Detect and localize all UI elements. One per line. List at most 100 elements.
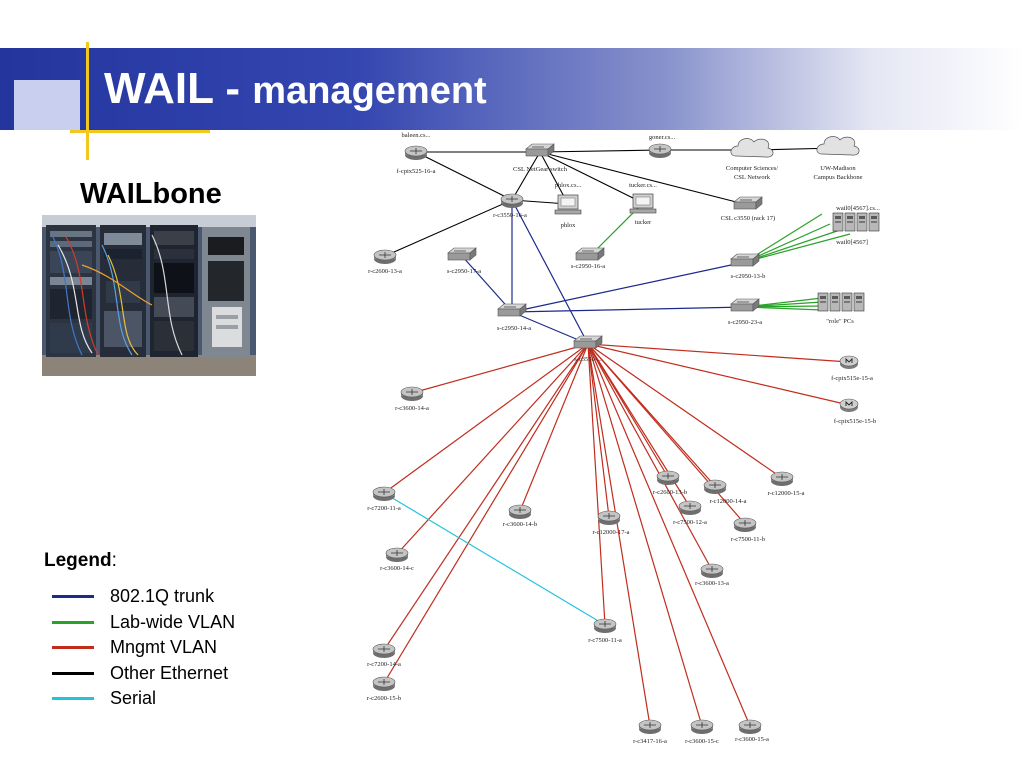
- legend-item-lab-vlan: Lab-wide VLAN: [44, 612, 235, 638]
- cloud-icon: [816, 136, 860, 156]
- router-icon: [593, 618, 617, 633]
- node-label: wail0[4567]: [836, 239, 868, 246]
- servers-icon: [817, 292, 865, 312]
- node-r2600-13a-router: r-c2600-13-a: [368, 249, 402, 275]
- link-lab: [744, 233, 851, 263]
- node-r2600-15b-router: r-c2600-15-b: [367, 676, 401, 702]
- switch-icon: [575, 247, 605, 261]
- node-label: f-cpix515e-15-a: [831, 375, 873, 382]
- title-accent-horizontal-line: [70, 130, 210, 133]
- link-lab: [744, 229, 841, 263]
- legend-label: Serial: [110, 688, 157, 708]
- node-label: r-c3600-13-a: [695, 580, 729, 587]
- legend-swatch: [52, 620, 94, 624]
- node-label: r-c3600-14-b: [503, 521, 537, 528]
- node-label: tucker: [635, 219, 652, 226]
- node-label: r-c12000-14-a: [709, 498, 746, 505]
- node-label: s-c3550-...: [574, 356, 602, 363]
- router-icon: [404, 145, 428, 160]
- node-label: Computer Sciences/: [726, 165, 778, 172]
- node-r7500-11b-router: r-c7500-11-b: [731, 517, 765, 543]
- node-label: wail0[4567].cs...: [836, 205, 880, 212]
- node-r7500-11a-router: r-c7500-11-a: [588, 618, 622, 644]
- node-s2950-13b-switch: s-c2950-13-b: [730, 253, 766, 280]
- link-eth: [384, 199, 513, 257]
- router-icon: [638, 719, 662, 734]
- node-label: r-c2600-15-b: [367, 695, 401, 702]
- pc-icon: [629, 193, 657, 214]
- router-icon: [500, 193, 524, 208]
- link-mgmt: [383, 343, 589, 684]
- link-mgmt: [587, 343, 783, 479]
- node-label: r-c2600-13-a: [368, 268, 402, 275]
- router-icon: [373, 249, 397, 264]
- node-label: r-c7500-11-b: [731, 536, 765, 543]
- router-icon: [678, 500, 702, 515]
- legend-swatch: [52, 595, 94, 598]
- node-core-switch: s-c3550-...: [573, 335, 603, 363]
- link-mgmt: [383, 343, 589, 494]
- link-mgmt: [587, 343, 606, 626]
- legend-item-serial: Serial: [44, 688, 156, 714]
- link-mgmt: [587, 343, 610, 518]
- router-icon: [648, 143, 672, 158]
- node-label: CSL c3550 (rack 17): [721, 215, 775, 222]
- node-label: s-c2950-16-a: [571, 263, 605, 270]
- switch-icon: [525, 143, 555, 157]
- node-tucker-pc: tucker.cs...tucker: [629, 182, 657, 226]
- link-lab: [744, 306, 823, 311]
- legend-swatch: [52, 697, 94, 700]
- link-trunk: [461, 255, 513, 313]
- node-s2950-23a-switch: s-c2950-23-a: [728, 298, 762, 326]
- link-mgmt: [587, 343, 713, 571]
- node-label: phlox.cs...: [555, 182, 582, 189]
- switch-icon: [730, 298, 760, 312]
- node-r3600-13a-router: r-c3600-13-a: [695, 563, 729, 587]
- node-r3600-15a-router: r-c3600-15-a: [735, 719, 769, 743]
- legend-item-other-ethernet: Other Ethernet: [44, 663, 228, 689]
- slide-title: WAIL - management: [104, 64, 487, 114]
- legend-label: Lab-wide VLAN: [110, 611, 236, 632]
- link-mgmt: [587, 343, 703, 727]
- node-s2950-16a-switch: s-c2950-16-a: [571, 247, 605, 270]
- node-label: r-c7500-11-a: [588, 637, 622, 644]
- legend-label: Mngmt VLAN: [110, 637, 218, 657]
- router-icon: [656, 470, 680, 485]
- cloud-icon: [730, 138, 774, 158]
- node-r3600-14c-router: r-c3600-14-c: [380, 547, 414, 572]
- link-eth: [539, 151, 749, 206]
- router-icon: [597, 510, 621, 525]
- node-csl3550-switch: CSL c3550 (rack 17): [721, 196, 775, 222]
- node-label: r-c7200-11-a: [367, 505, 401, 512]
- legend-label: 802.1Q trunk: [110, 586, 215, 606]
- slide-title-sub: management: [252, 70, 487, 112]
- legend: Legend: 802.1Q trunk Lab-wide VLAN Mngmt…: [44, 550, 235, 714]
- link-mgmt: [519, 343, 589, 512]
- node-label: UW-Madison: [820, 165, 856, 172]
- node-label: s-c2950-13-b: [731, 273, 766, 280]
- link-eth: [511, 151, 541, 201]
- node-label: "role" PCs: [826, 318, 854, 325]
- link-mgmt: [383, 343, 589, 651]
- link-eth: [415, 151, 513, 201]
- node-role-pcs-servers: "role" PCs: [817, 292, 865, 325]
- link-mgmt: [587, 343, 850, 406]
- node-baleen-router: baleen.cs...f-cpix525-16-a: [397, 132, 436, 175]
- node-label: CSL Network: [734, 174, 771, 181]
- servers-icon: [832, 212, 880, 232]
- title-accent-vertical-line: [86, 42, 89, 160]
- link-mgmt: [587, 343, 746, 525]
- node-label: s-c2950-23-a: [728, 319, 762, 326]
- link-mgmt: [587, 343, 751, 727]
- router-icon: [508, 504, 532, 519]
- legend-title: Legend:: [44, 550, 117, 571]
- router-icon: [400, 386, 424, 401]
- slide-title-main: WAIL -: [104, 64, 253, 113]
- node-label: r-c3600-14-c: [380, 565, 414, 572]
- node-label: baleen.cs...: [402, 132, 431, 139]
- firewall-icon: [839, 398, 859, 412]
- node-r12000-15a-router: r-c12000-15-a: [767, 471, 805, 497]
- node-label: CSL NetGear switch: [513, 166, 568, 173]
- node-csl-netgear-switch: CSL NetGear switch: [513, 143, 568, 173]
